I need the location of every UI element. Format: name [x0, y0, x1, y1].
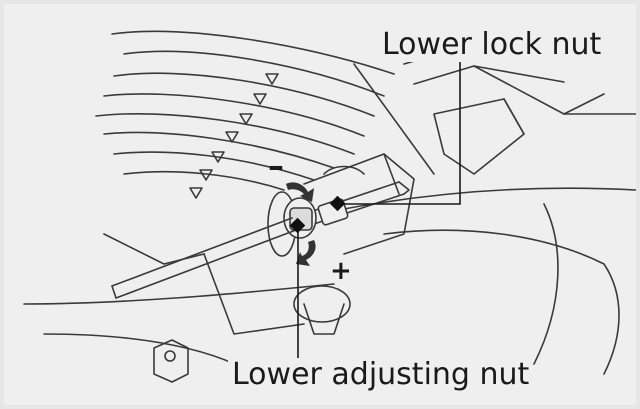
tool-shaft — [111, 217, 297, 299]
lower-bolt — [153, 285, 351, 383]
lower-adjusting-nut-label: Lower adjusting nut — [228, 358, 534, 392]
seat-springs — [95, 30, 395, 199]
increase-sign: + — [330, 256, 352, 286]
mounting-bracket — [303, 153, 415, 255]
lower-lock-nut-label: Lower lock nut — [378, 28, 606, 62]
leader-lines — [297, 52, 461, 364]
mechanism-illustration — [23, 30, 636, 383]
leader-markers — [289, 195, 346, 234]
rotate-arrow-icon — [286, 182, 316, 266]
decrease-sign: – — [268, 147, 284, 185]
frame-outline — [23, 43, 636, 375]
